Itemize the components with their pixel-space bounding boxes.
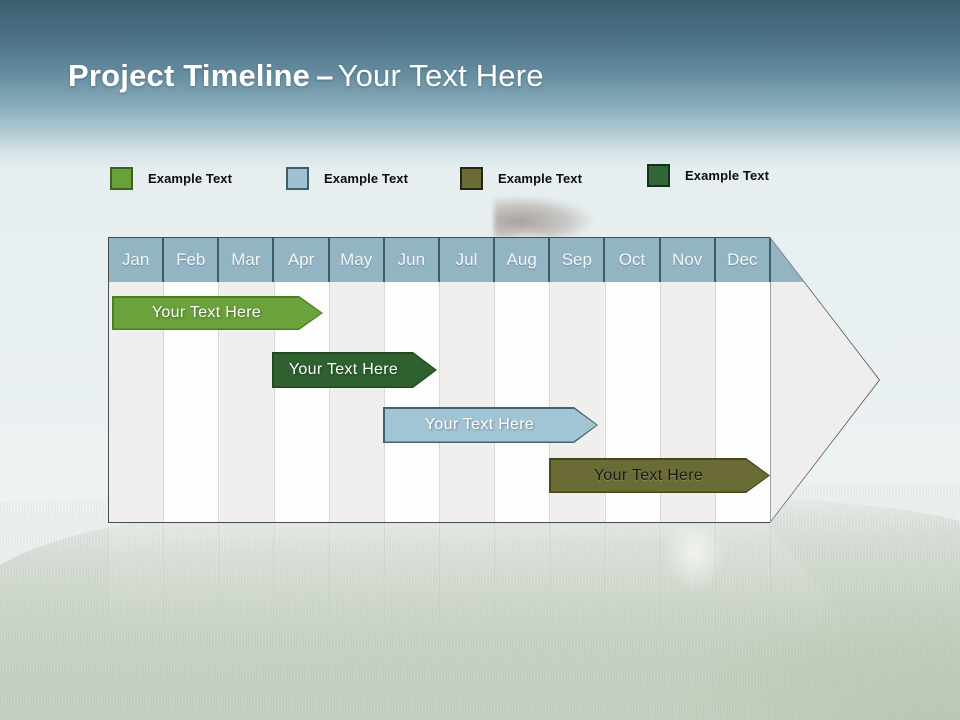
legend-item[interactable]: Example Text: [110, 167, 232, 190]
month-cell: Mar: [219, 238, 275, 282]
month-cell: Jul: [440, 238, 496, 282]
legend-item[interactable]: Example Text: [286, 167, 408, 190]
legend-swatch-green: [110, 167, 133, 190]
month-cell: Dec: [716, 238, 771, 282]
timeline-bar-fill: Your Text Here: [274, 354, 436, 387]
title-separator: –: [316, 58, 334, 93]
month-cell: Sep: [550, 238, 606, 282]
legend-label: Example Text: [148, 171, 233, 186]
month-cell: Aug: [495, 238, 551, 282]
month-cell: Nov: [661, 238, 716, 282]
timeline-bar-label: Your Text Here: [593, 466, 704, 484]
month-cell: Jan: [109, 238, 165, 282]
timeline-bar[interactable]: Your Text Here: [549, 458, 770, 493]
slide-title[interactable]: Project Timeline–Your Text Here: [68, 58, 544, 94]
month-cell: May: [330, 238, 385, 282]
timeline-bar-label: Your Text Here: [151, 304, 262, 321]
legend-swatch-olive: [460, 167, 483, 190]
timeline-bar-fill: Your Text Here: [114, 298, 322, 329]
legend-item[interactable]: Example Text: [460, 167, 582, 190]
month-cell: Oct: [605, 238, 661, 282]
runner-figure-foot: [664, 526, 726, 592]
legend-label: Example Text: [498, 171, 583, 186]
timeline-bar[interactable]: Your Text Here: [272, 352, 437, 388]
timeline-reflection-shape: [108, 525, 880, 643]
legend-item[interactable]: Example Text: [647, 164, 769, 187]
timeline-bar-label: Your Text Here: [288, 361, 399, 378]
legend-swatch-blue: [286, 167, 309, 190]
legend-label: Example Text: [324, 171, 409, 186]
month-cell: Jun: [385, 238, 440, 282]
month-column: [109, 238, 165, 522]
timeline-bar[interactable]: Your Text Here: [112, 296, 323, 330]
legend-swatch-dark-green: [647, 164, 670, 187]
title-bold-text: Project Timeline: [68, 58, 311, 93]
month-cell: Feb: [164, 238, 220, 282]
timeline-reflection: [108, 525, 880, 643]
timeline-arrow: Jan Feb Mar Apr May Jun Jul Aug Sep Oct …: [108, 237, 880, 523]
month-column: [164, 238, 220, 522]
legend-label: Example Text: [685, 168, 770, 183]
month-cell: Apr: [274, 238, 330, 282]
title-placeholder-text: Your Text Here: [337, 58, 544, 93]
month-header-row: Jan Feb Mar Apr May Jun Jul Aug Sep Oct …: [109, 238, 879, 282]
month-column: [495, 238, 551, 522]
timeline-bar-fill: Your Text Here: [551, 460, 769, 492]
month-column: [440, 238, 496, 522]
grass-field-corner: [660, 575, 960, 720]
timeline-bar-label: Your Text Here: [424, 416, 535, 433]
timeline-bar[interactable]: Your Text Here: [383, 407, 598, 443]
timeline-bar-fill: Your Text Here: [385, 409, 597, 442]
timeline-arrow-body: Jan Feb Mar Apr May Jun Jul Aug Sep Oct …: [109, 238, 879, 522]
